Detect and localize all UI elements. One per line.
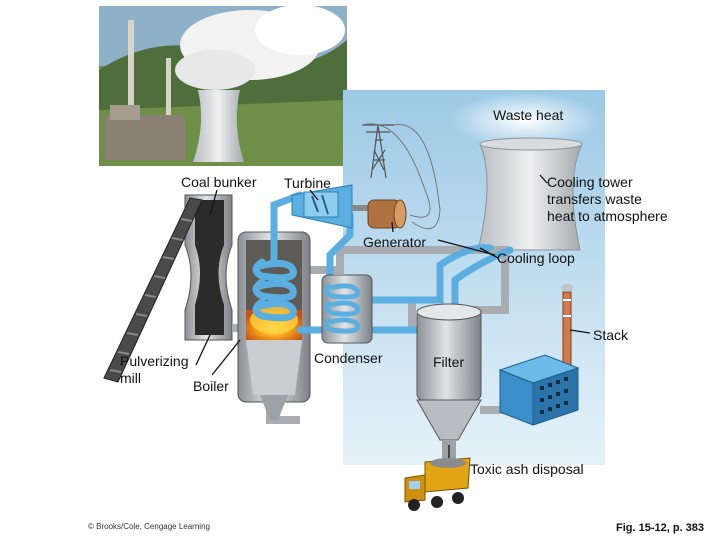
- label-turbine: Turbine: [284, 175, 331, 191]
- label-pulverizing-mill-line-1: Pulverizing: [120, 353, 189, 369]
- steam-pipes: [252, 191, 514, 334]
- steam-plume: [450, 92, 600, 148]
- power-plant-photo: [99, 5, 347, 166]
- stack: [561, 284, 573, 371]
- label-cooling-tower-line-1: Cooling tower: [547, 174, 633, 190]
- generator: [367, 199, 407, 229]
- figure-reference: Fig. 15-12, p. 383: [616, 522, 705, 534]
- label-toxic-ash-disposal: Toxic ash disposal: [470, 461, 584, 477]
- condenser: [321, 274, 373, 344]
- label-stack: Stack: [593, 327, 629, 343]
- coal-bunker: [184, 194, 233, 341]
- label-cooling-tower: Cooling tower transfers waste heat to at…: [547, 174, 668, 225]
- label-cooling-loop: Cooling loop: [497, 250, 575, 266]
- leader-lines: [195, 174, 591, 458]
- label-pulverizing-mill-line-2: mill: [120, 370, 141, 386]
- coal-conveyor: [103, 197, 203, 383]
- label-condenser: Condenser: [314, 350, 383, 366]
- label-generator: Generator: [363, 234, 427, 250]
- label-pulverizing-mill: Pulverizing mill: [120, 353, 188, 387]
- filter: [416, 303, 482, 460]
- turbine: [291, 184, 368, 229]
- label-cooling-tower-line-2: transfers waste: [547, 191, 642, 207]
- transmission-tower: [361, 123, 441, 230]
- label-boiler: Boiler: [193, 378, 229, 394]
- label-cooling-tower-line-3: heat to atmosphere: [547, 208, 668, 224]
- label-waste-heat: Waste heat: [493, 107, 564, 123]
- power-building: [498, 354, 580, 426]
- dump-truck: [404, 457, 471, 511]
- label-filter: Filter: [433, 354, 465, 370]
- cooling-tower: [477, 137, 583, 251]
- copyright-credit: © Brooks/Cole, Cengage Learning: [88, 522, 210, 531]
- label-coal-bunker: Coal bunker: [181, 174, 257, 190]
